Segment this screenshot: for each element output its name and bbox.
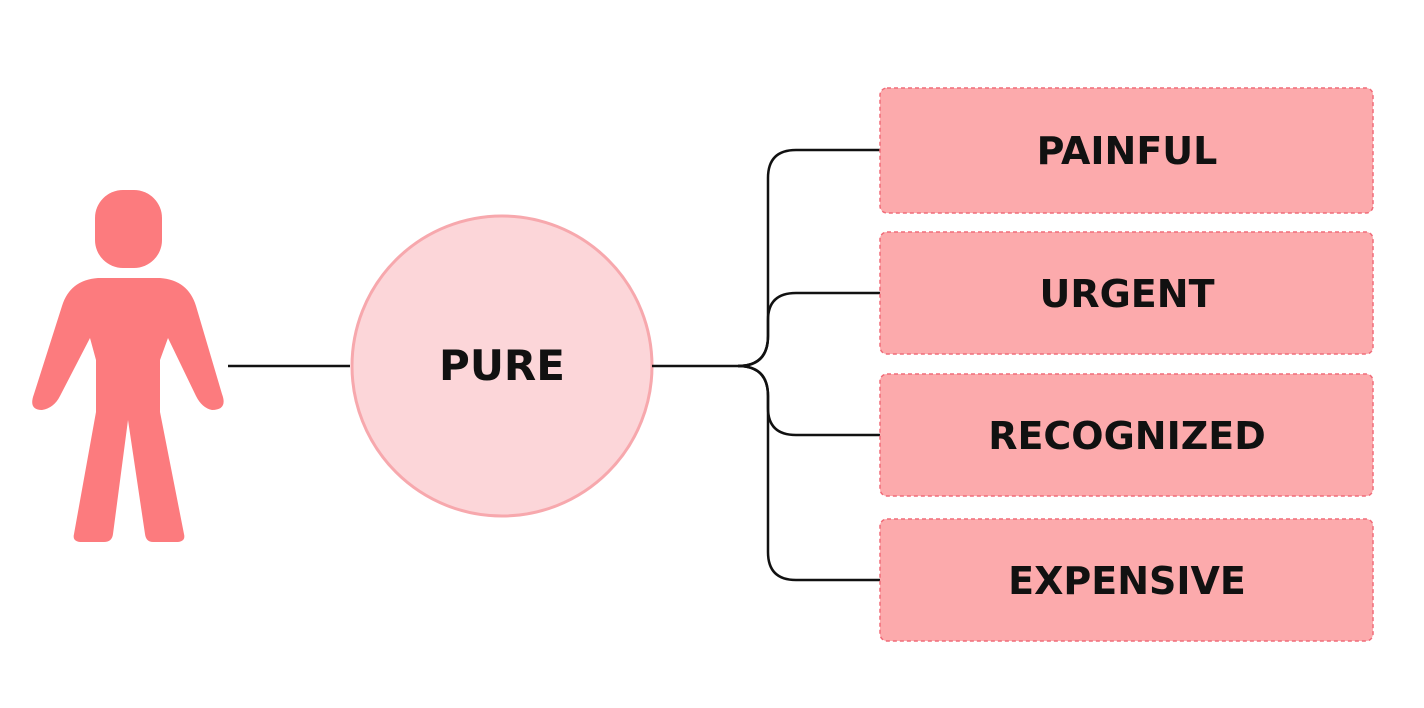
attribute-label-recognized: RECOGNIZED: [988, 414, 1266, 458]
attribute-box-expensive: EXPENSIVE: [879, 518, 1374, 642]
attribute-box-urgent: URGENT: [879, 231, 1374, 355]
center-label: PURE: [439, 341, 565, 390]
attribute-label-urgent: URGENT: [1040, 272, 1215, 316]
attribute-label-expensive: EXPENSIVE: [1008, 559, 1246, 603]
attribute-box-recognized: RECOGNIZED: [879, 373, 1374, 497]
branch-connector-painful: [737, 148, 880, 368]
branch-connector-urgent: [737, 291, 880, 368]
branch-connector-expensive: [737, 364, 880, 582]
person-icon: [32, 190, 224, 542]
branch-connector-recognized: [737, 364, 880, 437]
branch-connectors: [737, 148, 880, 582]
attribute-box-painful: PAINFUL: [879, 87, 1374, 214]
attribute-label-painful: PAINFUL: [1037, 129, 1218, 173]
